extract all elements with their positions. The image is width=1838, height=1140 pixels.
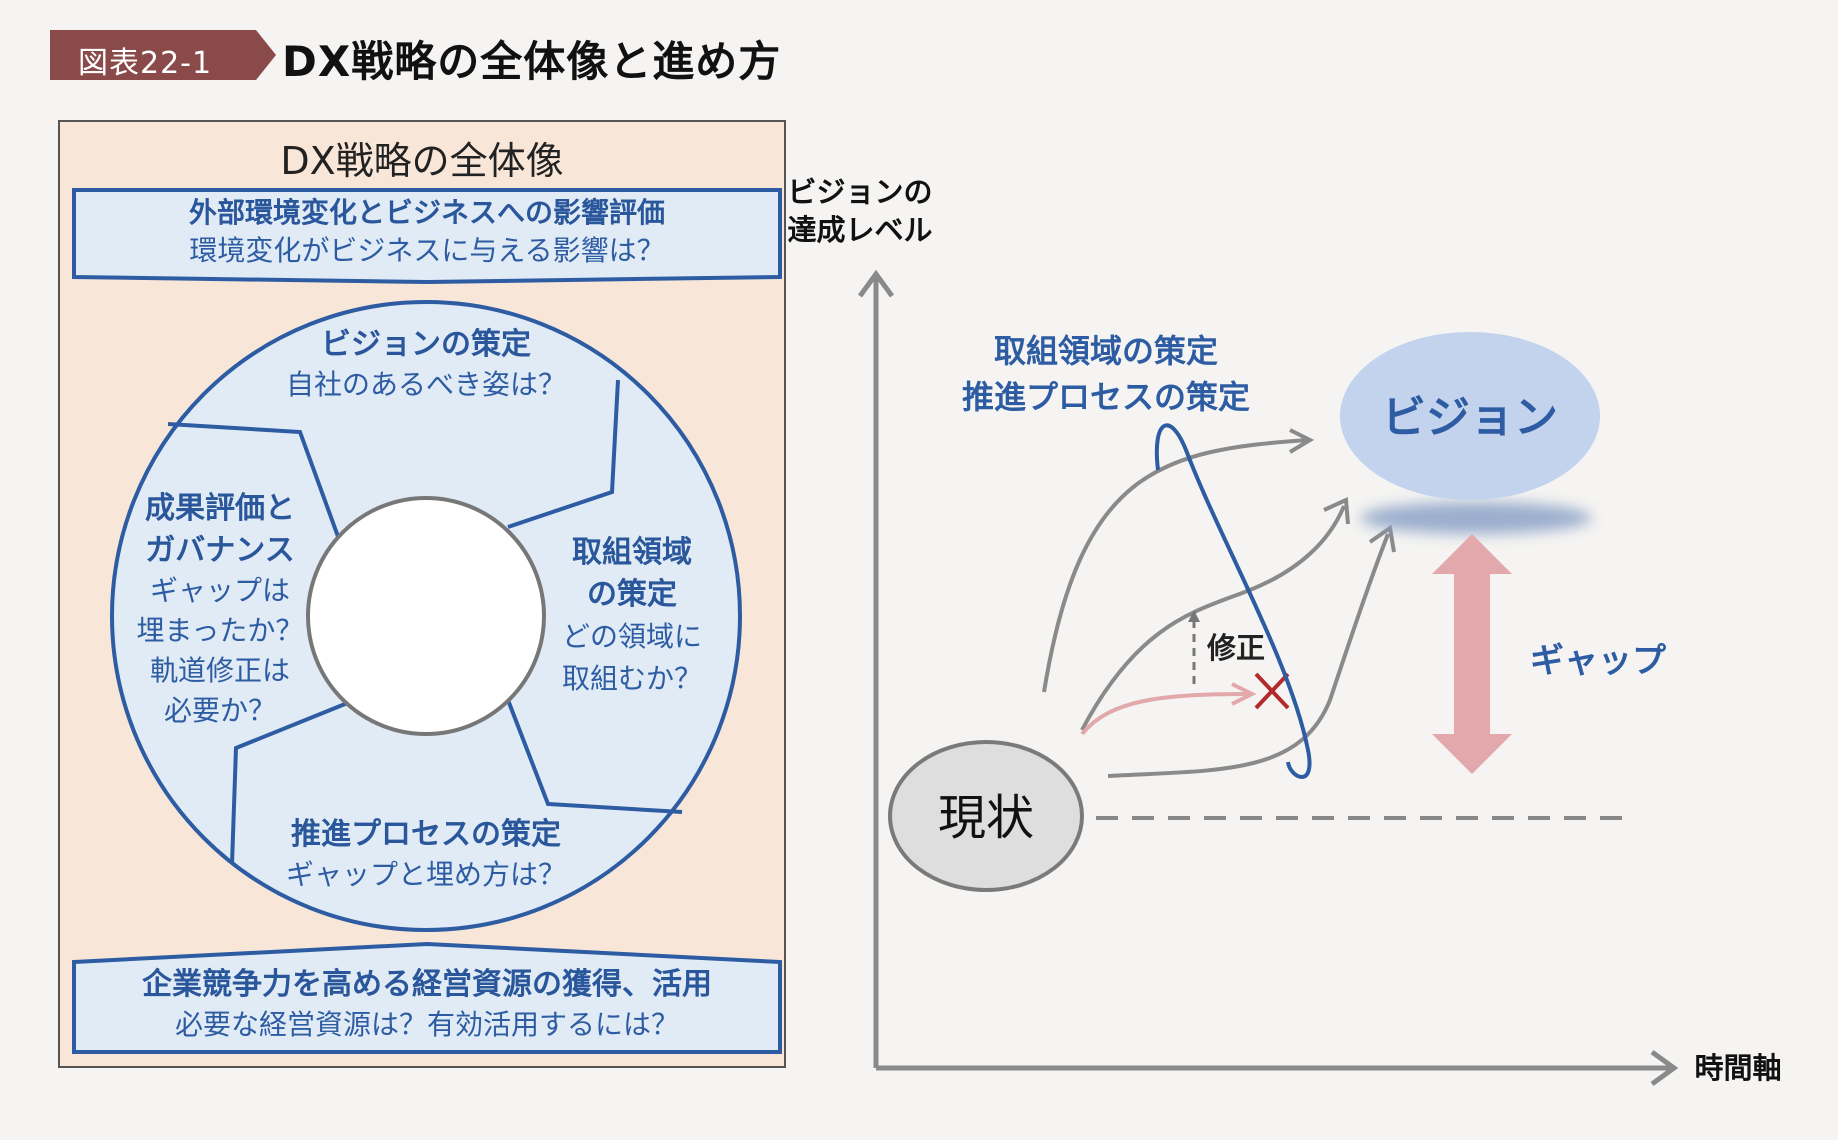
gap-double-arrow: [1432, 534, 1512, 774]
figure-tag: 図表22-1: [50, 30, 280, 81]
y-axis-label-line1: ビジョンの: [787, 175, 932, 209]
figure-tag-arrow-shape: [50, 30, 276, 80]
vision-shadow: [1360, 502, 1592, 534]
strategy-loop: [1154, 423, 1312, 779]
gap-label: ギャップ: [1530, 641, 1666, 681]
overview-shapes: 外部環境変化とビジネスへの影響評価 環境変化がビジネスに与える影響は？ ビジョン…: [72, 188, 782, 1054]
domain-question-line1: どの領域に: [562, 620, 702, 653]
top-box-heading: 外部環境変化とビジネスへの影響評価: [189, 196, 665, 229]
progress-curve-1-arrowhead: [1288, 428, 1315, 454]
bottom-box-question: 必要な経営資源は？有効活用するには？: [175, 1008, 679, 1041]
figure-label: 図表22-1: [78, 46, 213, 81]
evaluation-heading-line2: ガバナンス: [145, 533, 294, 568]
vision-label: ビジョン: [1382, 392, 1558, 443]
vision-heading: ビジョンの策定: [321, 327, 531, 362]
divider-eval-vision: [167, 422, 342, 543]
process-heading: 推進プロセスの策定: [291, 817, 561, 852]
vision-ellipse: [1340, 332, 1600, 500]
overview-panel: DX戦略の全体像 外部環境変化とビジネスへの影響評価 環境変化がビジネスに与える…: [58, 120, 786, 1068]
x-axis-arrowhead: [1650, 1049, 1679, 1087]
progress-curve-1: [1042, 438, 1309, 693]
bottom-banner-box: [72, 941, 782, 1054]
divider-process-eval: [230, 700, 351, 865]
domain-heading-line1: 取組領域: [572, 535, 692, 570]
y-axis-arrowhead: [857, 269, 895, 298]
progress-curve-2-arrowhead: [1323, 497, 1350, 525]
progress-curve-2: [1080, 505, 1346, 731]
domain-question-line2: 取組むか？: [562, 662, 702, 695]
correction-arrowhead: [1188, 610, 1200, 622]
evaluation-question-line2: 埋まったか？: [137, 614, 304, 647]
process-question: ギャップと埋め方は？: [286, 858, 566, 891]
cycle-center: [306, 496, 546, 736]
evaluation-heading-line1: 成果評価と: [145, 491, 295, 526]
failed-attempt-curve: [1080, 692, 1249, 736]
strategy-label-line1: 取組領域の策定: [994, 332, 1218, 370]
bottom-box-heading: 企業競争力を高める経営資源の獲得、活用: [142, 967, 712, 1002]
current-state-ellipse: [888, 740, 1084, 892]
y-axis-label-line2: 達成レベル: [787, 213, 932, 247]
strategy-label-line2: 推進プロセスの策定: [962, 378, 1250, 416]
evaluation-question-line4: 必要か？: [164, 694, 276, 727]
divider-domain-process: [506, 699, 683, 814]
evaluation-question-line3: 軌道修正は: [150, 654, 290, 687]
divider-vision-domain: [507, 379, 620, 529]
progress-curve-3: [1107, 533, 1390, 778]
overview-title: DX戦略の全体像: [280, 139, 564, 183]
vision-question: 自社のあるべき姿は？: [286, 368, 566, 401]
correction-label: 修正: [1206, 631, 1265, 665]
top-box-question: 環境変化がビジネスに与える影響は？: [189, 234, 664, 267]
cross-stroke-2: [1254, 672, 1290, 710]
current-label: 現状: [938, 790, 1034, 846]
page-title: DX戦略の全体像と進め方: [282, 37, 782, 86]
evaluation-question-line1: ギャップは: [150, 574, 290, 607]
top-banner-box: [72, 188, 782, 285]
domain-heading-line2: の策定: [587, 577, 677, 612]
failed-attempt-arrowhead: [1231, 682, 1257, 706]
x-axis-label: 時間軸: [1694, 1051, 1781, 1085]
